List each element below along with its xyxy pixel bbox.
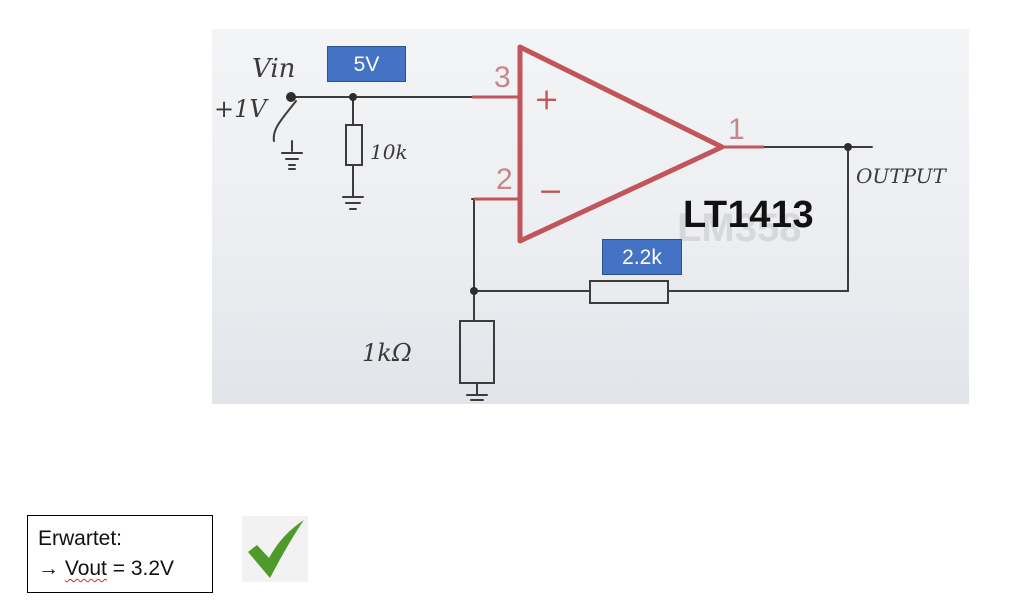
opamp-part-label: LT1413 [683, 194, 815, 236]
vin-value-tag: 5V [327, 46, 406, 82]
pin-1-label: 1 [728, 113, 745, 146]
junction-feedback-dot [470, 287, 478, 295]
vout-value: = 3.2V [106, 557, 175, 580]
circuit-photo: LM358 [212, 29, 969, 404]
r10k-label: 10k [370, 140, 408, 164]
expected-value-line: → Vout = 3.2V [38, 554, 202, 584]
plus-sign: + [534, 82, 559, 117]
checkmark-icon [242, 516, 308, 582]
expected-result-box: Erwartet: → Vout = 3.2V [27, 515, 213, 593]
junction-input-dot [349, 93, 357, 101]
source-voltage-label: +1V [214, 95, 269, 123]
junction-output-dot [844, 143, 852, 151]
resistor-1k [459, 320, 495, 384]
output-label: OUTPUT [856, 164, 948, 188]
ghost-part-label: LM358 [677, 206, 802, 250]
pin-3-label: 3 [494, 61, 511, 94]
resistor-2-2k [589, 280, 669, 304]
arrow-icon: → [38, 557, 59, 580]
opamp-symbol [472, 44, 764, 244]
expected-heading: Erwartet: [38, 527, 123, 550]
feedback-resistor-tag: 2.2k [602, 239, 682, 275]
opamp-triangle [517, 44, 725, 244]
vout-label: Vout [64, 557, 107, 580]
input-terminal-dot [286, 92, 296, 102]
r1k-label: 1kΩ [362, 339, 412, 367]
minus-sign: − [538, 174, 563, 209]
vin-label: Vin [252, 54, 295, 84]
wires [272, 96, 873, 401]
pin-2-label: 2 [496, 163, 513, 196]
resistor-10k [345, 124, 363, 166]
circuit-schematic: LM358 [214, 44, 948, 401]
source-arrow-path [272, 100, 297, 142]
